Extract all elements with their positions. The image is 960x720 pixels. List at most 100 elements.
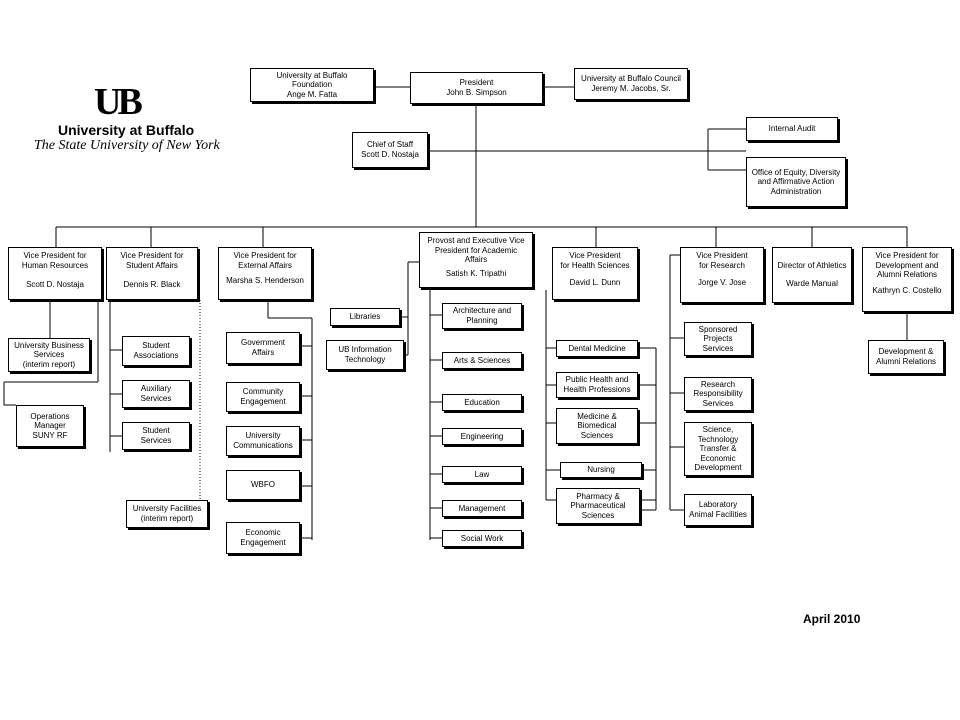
box-line: Sciences <box>580 430 614 440</box>
box-nursing: Nursing <box>560 462 642 478</box>
box-foundation: University at Buffalo Foundation Ange M.… <box>250 68 374 102</box>
box-architecture-planning: Architecture and Planning <box>442 303 522 329</box>
box-vp-external-affairs: Vice President for External Affairs Mars… <box>218 247 312 300</box>
box-line: Technology <box>344 355 386 364</box>
box-medicine-biomedical: Medicine & Biomedical Sciences <box>556 408 638 444</box>
svg-text:UB: UB <box>94 81 142 120</box>
box-dental-medicine: Dental Medicine <box>556 340 638 357</box>
box-line: (interim report) <box>22 359 76 369</box>
box-line: Education <box>464 397 500 407</box>
box-science-technology-transfer: Science, Technology Transfer & Economic … <box>684 422 752 476</box>
university-subtitle: The State University of New York <box>34 138 220 153</box>
box-line: Law <box>474 469 490 479</box>
box-line: Engagement <box>240 538 286 547</box>
box-line: Planning <box>466 316 498 325</box>
box-name: Dennis R. Black <box>123 280 181 290</box>
box-line: Ange M. Fatta <box>286 89 338 99</box>
box-line: and Affirmative Action <box>757 177 835 187</box>
box-line: Pharmaceutical <box>570 501 626 511</box>
box-student-services: Student Services <box>122 422 190 450</box>
box-name: Kathryn C. Costello <box>872 285 942 295</box>
box-name: David L. Dunn <box>569 278 621 288</box>
box-line: Student <box>142 341 170 351</box>
box-name: Marsha S. Henderson <box>226 276 304 286</box>
box-line: University <box>245 431 281 441</box>
box-operations-manager: Operations Manager SUNY RF <box>16 405 84 447</box>
box-line: Development and <box>875 260 939 270</box>
box-name: Warde Manual <box>786 278 838 288</box>
box-line: Economic <box>700 453 736 463</box>
box-engineering: Engineering <box>442 428 522 445</box>
box-line: Technology <box>697 434 739 444</box>
box-line: Development & <box>878 347 934 357</box>
box-line: Scott D. Nostaja <box>361 150 419 159</box>
box-council: University at Buffalo Council Jeremy M. … <box>574 68 688 100</box>
box-line: Affairs <box>251 348 275 357</box>
box-line: Government <box>240 338 286 348</box>
box-line: University at Buffalo Council <box>581 74 681 84</box>
box-law: Law <box>442 466 522 483</box>
box-line: Development <box>694 463 742 473</box>
box-line: Laboratory <box>698 500 738 510</box>
box-line: Vice President for <box>120 251 184 260</box>
box-auxiliary-services: Auxiliary Services <box>122 380 190 408</box>
box-line: President <box>459 78 494 88</box>
chart-date: April 2010 <box>803 612 861 626</box>
box-sponsored-projects: Sponsored Projects Services <box>684 322 752 356</box>
box-line: for Research <box>699 260 745 270</box>
box-line: Social Work <box>460 533 504 543</box>
box-line: President for Academic <box>434 245 518 255</box>
box-line: Medicine & <box>577 411 617 421</box>
box-line: Research <box>700 379 736 389</box>
box-line: Communications <box>233 441 293 450</box>
box-line: Transfer & <box>699 444 737 454</box>
box-line: Pharmacy & <box>576 491 620 501</box>
box-line: Sciences <box>581 510 615 520</box>
box-libraries: Libraries <box>330 308 400 326</box>
box-line: for Health Sciences <box>560 260 630 270</box>
box-line: Provost and Executive Vice <box>427 236 525 245</box>
box-line: Student Affairs <box>126 260 178 270</box>
box-line: University at Buffalo <box>276 70 348 80</box>
box-line: Dental Medicine <box>568 343 626 353</box>
box-university-facilities: University Facilities (interim report) <box>126 500 208 528</box>
box-line: Services <box>140 394 172 403</box>
box-president: President John B. Simpson <box>410 72 543 104</box>
box-line: Chief of Staff <box>366 140 414 150</box>
box-line: Administration <box>770 186 822 196</box>
box-education: Education <box>442 394 522 411</box>
box-management: Management <box>442 500 522 517</box>
university-name: University at Buffalo <box>58 122 195 138</box>
box-line: SUNY RF <box>32 430 68 440</box>
box-line: Engagement <box>240 397 286 406</box>
box-vp-development: Vice President for Development and Alumn… <box>862 247 952 312</box>
box-student-associations: Student Associations <box>122 336 190 366</box>
box-line: Jeremy M. Jacobs, Sr. <box>591 84 671 93</box>
box-line: Arts & Sciences <box>453 355 511 365</box>
box-line: John B. Simpson <box>446 88 507 97</box>
box-arts-sciences: Arts & Sciences <box>442 352 522 369</box>
box-line: Biomedical <box>577 421 617 431</box>
box-line: Operations <box>30 411 70 421</box>
box-name: Scott D. Nostaja <box>26 280 84 290</box>
box-equity-office: Office of Equity, Diversity and Affirmat… <box>746 157 846 207</box>
box-line: Engineering <box>460 431 504 441</box>
box-line: WBFO <box>251 480 275 490</box>
box-line: Vice President for <box>233 251 297 260</box>
box-provost: Provost and Executive Vice President for… <box>419 232 533 288</box>
box-line: (interim report) <box>140 514 194 523</box>
box-line: Alumni Relations <box>876 270 938 280</box>
box-line: Auxiliary <box>140 384 172 394</box>
box-line: Director of Athletics <box>777 261 847 270</box>
box-line: Public Health and <box>565 375 629 385</box>
box-line: Foundation <box>291 80 333 90</box>
box-line: Management <box>458 503 506 513</box>
box-laboratory-animal: Laboratory Animal Facilities <box>684 494 752 526</box>
box-line: Office of Equity, Diversity <box>751 167 841 177</box>
box-line: UB Information <box>338 345 392 355</box>
box-vp-health-sciences: Vice President for Health Sciences David… <box>552 247 638 300</box>
box-research-responsibility: Research Responsibility Services <box>684 377 752 411</box>
box-name: Jorge V. Jose <box>697 278 747 288</box>
box-line: Architecture and <box>452 306 512 316</box>
box-pharmacy: Pharmacy & Pharmaceutical Sciences <box>556 488 640 524</box>
